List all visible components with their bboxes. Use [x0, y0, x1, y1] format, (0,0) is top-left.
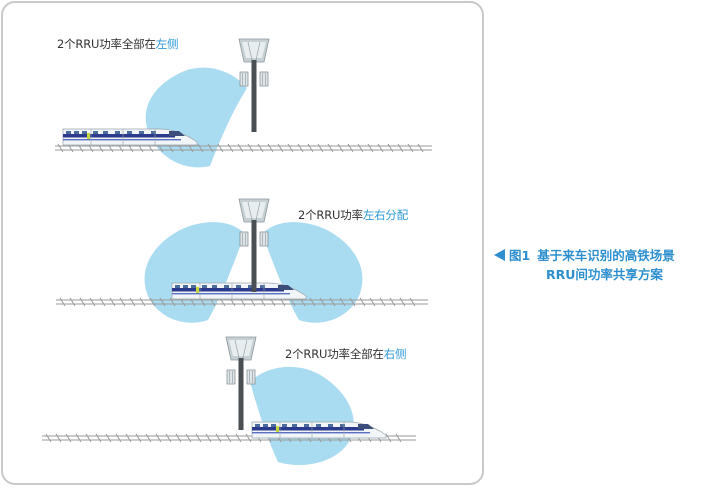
caption-title-line1: 基于来车识别的高铁场景	[537, 248, 675, 263]
scene-2-label-prefix: 2个RRU功率	[298, 208, 363, 222]
coverage-beam-right	[250, 366, 354, 466]
rail-track	[56, 297, 428, 307]
coverage-beam-left	[144, 222, 245, 323]
scene-2	[56, 198, 428, 323]
train-icon	[62, 128, 198, 146]
rail-track	[55, 143, 432, 153]
scene-1-label: 2个RRU功率全部在左侧	[57, 36, 179, 52]
train-icon	[171, 282, 307, 300]
caption-title-line2: RRU间功率共享方案	[546, 267, 663, 282]
coverage-beam-left	[145, 67, 247, 168]
tower-icon	[238, 38, 270, 133]
figure-number: 图1	[509, 248, 531, 263]
scene-3-label-highlight: 右侧	[383, 347, 407, 361]
coverage-beam-right	[262, 222, 363, 323]
scene-3-label-prefix: 2个RRU功率全部在	[285, 347, 384, 361]
train-icon	[251, 421, 387, 439]
scene-3-label: 2个RRU功率全部在右侧	[285, 346, 407, 362]
triangle-pointer-icon	[494, 249, 505, 261]
scene-2-label-highlight: 左右分配	[362, 208, 409, 222]
figure-caption: 图1 基于来车识别的高铁场景 RRU间功率共享方案	[494, 246, 675, 284]
scene-3	[42, 336, 416, 466]
scene-1-label-highlight: 左侧	[155, 37, 179, 51]
scene-1	[55, 38, 432, 168]
tower-icon	[225, 336, 257, 431]
scene-2-label: 2个RRU功率左右分配	[298, 207, 408, 223]
scene-1-label-prefix: 2个RRU功率全部在	[57, 37, 156, 51]
tower-icon	[238, 198, 270, 293]
